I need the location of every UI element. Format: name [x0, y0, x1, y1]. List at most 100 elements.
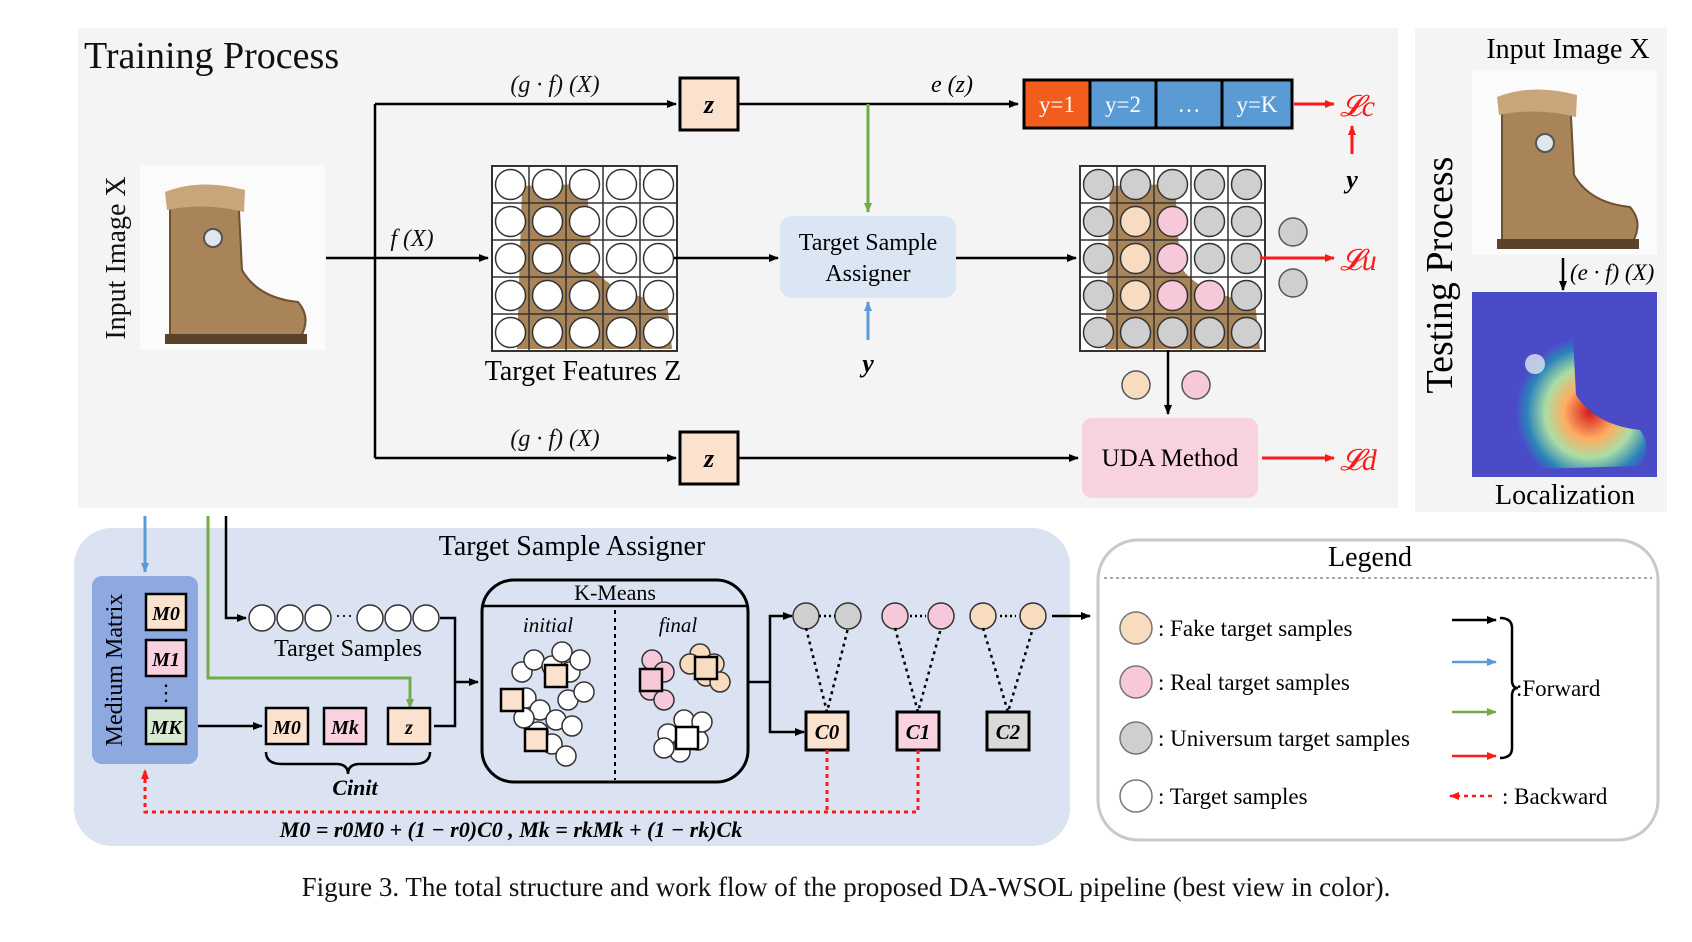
final-label: final: [659, 613, 698, 637]
gf-top-label: (g · f) (X): [510, 72, 599, 98]
feature-cell: [642, 168, 675, 201]
class-label-3: …: [1178, 92, 1201, 117]
feature-cell: [494, 242, 527, 275]
output-sample: [881, 602, 909, 630]
split-bottom: [768, 682, 805, 736]
center-c0: [804, 710, 850, 752]
init-mk: [322, 706, 368, 746]
loss-d: 𝓛d: [1340, 444, 1378, 477]
target-sample: [384, 604, 412, 632]
localization-label: Localization: [1495, 480, 1635, 511]
cluster-point: [653, 737, 675, 759]
assigned-cell: [1082, 316, 1115, 349]
assigned-cell: [1193, 316, 1226, 349]
assigner-panel: [74, 528, 1070, 846]
assigned-cell: [1230, 316, 1263, 349]
target-samples-label: Target Samples: [274, 636, 422, 662]
ts-to-kmeans: [434, 616, 457, 728]
training-title: Training Process: [84, 35, 339, 77]
feature-cell: [568, 316, 601, 349]
assigned-cell: [1156, 168, 1189, 201]
legend-real-text: : Real target samples: [1158, 670, 1350, 695]
legend-universum-text: : Universum target samples: [1158, 726, 1410, 751]
feature-cell: [568, 168, 601, 201]
testing-input-label: Input Image X: [1486, 34, 1649, 65]
matrix-ellipsis: ⋮: [155, 680, 177, 705]
feature-cell: [531, 205, 564, 238]
matrix-m1-label: M1: [151, 649, 180, 671]
legend-target-swatch: [1119, 779, 1153, 813]
real-sample: [1181, 370, 1211, 400]
assigned-samples-grid: [1079, 165, 1266, 352]
feature-cell: [605, 168, 638, 201]
target-sample: [304, 604, 332, 632]
output-sample: [792, 602, 820, 630]
assigned-cell: [1193, 242, 1226, 275]
target-features-grid: [491, 165, 678, 352]
cluster-point: [569, 649, 591, 671]
universum-sample: [1278, 217, 1308, 247]
feature-cell: [568, 279, 601, 312]
cluster-center: [543, 663, 569, 689]
kmeans-final-cluster: [638, 643, 731, 763]
feature-cell: [642, 316, 675, 349]
output-sample: [969, 602, 997, 630]
kmeans-title: K-Means: [574, 580, 656, 605]
black-in: [224, 516, 247, 622]
legend-fake-text: : Fake target samples: [1158, 616, 1352, 641]
cluster-point: [573, 681, 595, 703]
assigned-cell: [1156, 205, 1189, 238]
assigned-cell: [1193, 279, 1226, 312]
kmeans-initial-cluster: [499, 641, 595, 767]
matrix-m1: [144, 638, 188, 678]
assigned-cell: [1119, 168, 1152, 201]
feature-cell: [531, 168, 564, 201]
update-rule: M0 = r0M0 + (1 − r0)C0 , Mk = rkMk + (1 …: [279, 817, 742, 842]
target-sample: [248, 604, 276, 632]
assigned-cell: [1156, 279, 1189, 312]
legend-real-swatch: [1119, 665, 1153, 699]
cluster-center: [499, 687, 525, 713]
assigned-cell: [1082, 279, 1115, 312]
assigner-box-line2: Assigner: [825, 261, 910, 287]
y-label-right: y: [1343, 165, 1358, 194]
cluster-point: [523, 649, 545, 671]
feature-cell: [494, 279, 527, 312]
legend-backward-text: : Backward: [1502, 784, 1608, 809]
feature-cell: [605, 205, 638, 238]
legend-forward-brace: [1499, 616, 1519, 760]
cluster-center: [693, 655, 719, 681]
green-in: [206, 516, 414, 709]
assigned-cell: [1119, 279, 1152, 312]
target-features-label: Target Features Z: [485, 356, 682, 387]
medium-matrix-label: Medium Matrix: [102, 594, 128, 747]
output-sample: [1019, 602, 1047, 630]
feature-cell: [531, 242, 564, 275]
feature-cell: [605, 316, 638, 349]
fake-sample: [1121, 370, 1151, 400]
matrix-m0-label: M0: [151, 603, 180, 625]
center-c2-label: C2: [996, 720, 1021, 744]
backward-path: [145, 750, 920, 814]
uda-label: UDA Method: [1102, 445, 1239, 472]
cluster-point: [653, 689, 675, 711]
figure-caption: Figure 3. The total structure and work f…: [301, 872, 1391, 902]
feature-cell: [642, 242, 675, 275]
ef-label: (e · f) (X): [1570, 260, 1654, 285]
class-label-1: y=1: [1039, 92, 1075, 117]
initial-label: initial: [523, 613, 573, 637]
target-samples-row: ···: [248, 604, 440, 632]
assigned-cell: [1119, 205, 1152, 238]
center-c1-label: C1: [906, 720, 931, 744]
feature-cell: [568, 205, 601, 238]
class-bar: y=1 y=2 … y=K: [1022, 78, 1294, 130]
output-sample: [927, 602, 955, 630]
feature-cell: [642, 205, 675, 238]
cluster-center: [638, 667, 664, 693]
cluster-center: [674, 725, 700, 751]
class-cell-2: [1088, 78, 1158, 130]
testing-title: Testing Process: [1419, 157, 1461, 394]
matrix-mk: [144, 706, 188, 746]
heatmap-image: [1472, 292, 1657, 477]
assigned-cell: [1082, 168, 1115, 201]
